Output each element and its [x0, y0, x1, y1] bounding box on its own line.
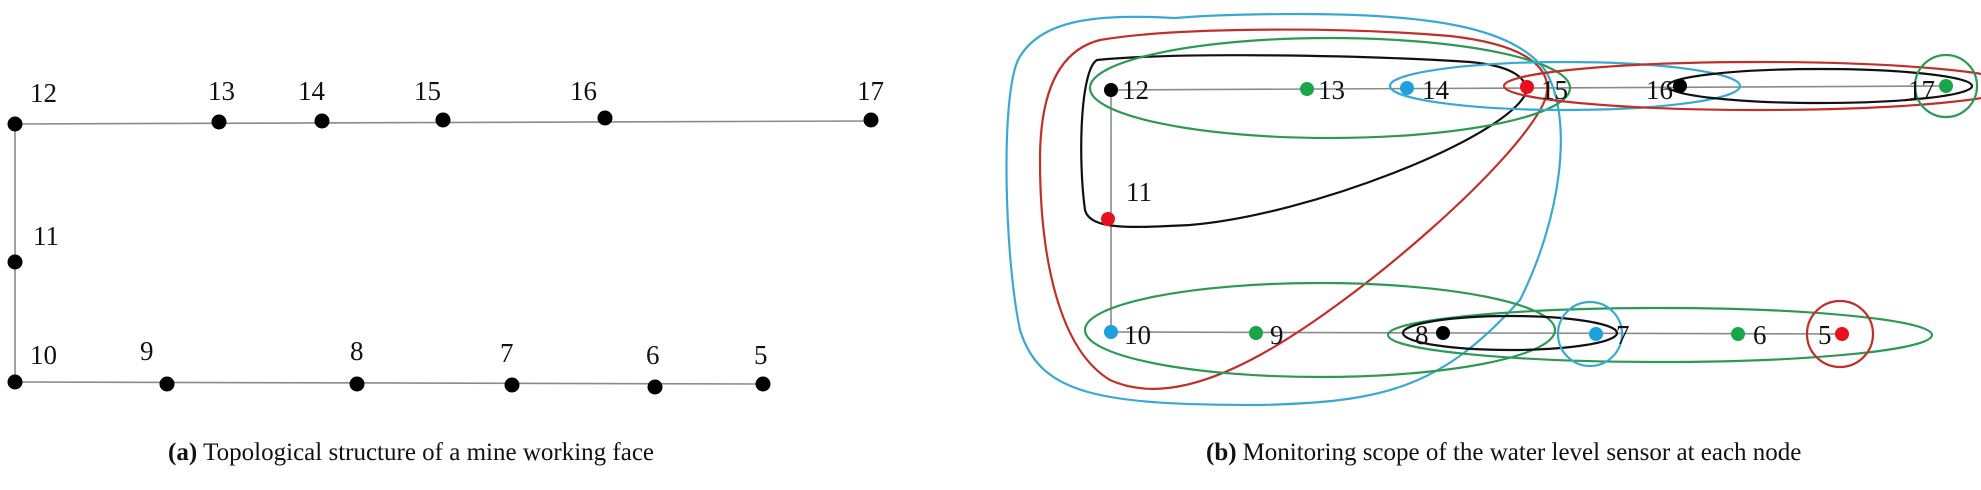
panel-b-label-7: 7	[1616, 320, 1630, 350]
panel-b-label-13: 13	[1318, 75, 1345, 105]
panel-a-node-7	[504, 377, 520, 393]
panel-a-label-7: 7	[500, 338, 514, 368]
panel-a-node-13	[211, 114, 227, 130]
scope-loop-green-10-9	[1083, 281, 1557, 379]
panel-b-nodes	[1101, 79, 1953, 341]
panel-b-node-7	[1589, 327, 1603, 341]
scope-loop-red-5	[1805, 299, 1875, 369]
panel-a-label-9: 9	[140, 336, 154, 366]
panel-b-node-9	[1249, 326, 1263, 340]
panel-b: 12 13 14 15 16 17 11 10 9 8 7 6 5 (b)Mon…	[1005, 12, 1981, 466]
scope-loop-green-17	[1913, 53, 1979, 119]
panel-b-label-10: 10	[1124, 320, 1151, 350]
panel-a-node-6	[647, 379, 663, 395]
panel-a-label-8: 8	[350, 336, 364, 366]
panel-a-node-5	[755, 376, 771, 392]
panel-b-label-14: 14	[1422, 75, 1450, 105]
panel-b-label-12: 12	[1122, 75, 1149, 105]
scope-loop-black-16-17	[1666, 67, 1974, 105]
panel-b-node-16	[1673, 79, 1687, 93]
panel-a-node-17	[863, 112, 879, 128]
panel-b-node-8	[1436, 326, 1450, 340]
panel-b-edges	[1110, 85, 1947, 335]
panel-b-label-15: 15	[1541, 75, 1568, 105]
panel-a-label-15: 15	[414, 76, 441, 106]
panel-a-node-10	[7, 374, 23, 390]
scope-loop-cyan-7	[1556, 300, 1624, 368]
panel-b-label-5: 5	[1818, 320, 1832, 350]
panel-b-label-6: 6	[1753, 320, 1767, 350]
panel-a: 12 13 14 15 16 17 11 10 9 8 7 6 5 (a)Top…	[7, 76, 884, 466]
panel-a-label-17: 17	[857, 76, 884, 106]
panel-b-node-5	[1835, 327, 1849, 341]
panel-a-label-11: 11	[33, 221, 59, 251]
panel-a-node-16	[597, 110, 613, 126]
panel-a-nodes	[7, 110, 879, 395]
panel-b-node-14	[1400, 81, 1414, 95]
scope-loop-red-large	[1038, 28, 1549, 390]
panel-a-label-5: 5	[754, 340, 768, 370]
panel-a-label-10: 10	[30, 340, 57, 370]
panel-b-node-11	[1101, 212, 1115, 226]
panel-b-node-17	[1939, 79, 1953, 93]
scope-loop-cyan-14-16	[1388, 60, 1742, 112]
panel-b-caption-text: Monitoring scope of the water level sens…	[1243, 439, 1802, 466]
panel-a-label-13: 13	[208, 76, 235, 106]
panel-b-node-15	[1520, 80, 1534, 94]
scope-loop-black-11-15	[1080, 54, 1527, 228]
panel-a-node-12	[7, 116, 23, 132]
panel-b-caption-tag: (b)	[1206, 439, 1237, 466]
panel-b-label-9: 9	[1270, 320, 1284, 350]
panel-a-node-15	[435, 112, 451, 128]
panel-b-label-11: 11	[1126, 177, 1152, 207]
panel-a-node-9	[159, 376, 175, 392]
panel-a-label-16: 16	[570, 76, 597, 106]
panel-b-node-10	[1104, 325, 1118, 339]
panel-a-caption-tag: (a)	[168, 439, 197, 466]
panel-b-label-17: 17	[1908, 75, 1935, 105]
panel-b-edge-bottom	[1110, 331, 1843, 335]
panel-a-label-12: 12	[30, 78, 57, 108]
panel-a-node-11	[7, 254, 23, 270]
panel-a-node-8	[349, 376, 365, 392]
panel-a-label-6: 6	[646, 340, 660, 370]
panel-b-label-8: 8	[1415, 320, 1429, 350]
panel-a-caption: (a)Topological structure of a mine worki…	[168, 439, 654, 466]
panel-b-scope-loops	[1005, 12, 1981, 407]
scope-loop-cyan-large	[1005, 12, 1562, 407]
panel-a-node-14	[314, 113, 330, 129]
panel-b-caption: (b)Monitoring scope of the water level s…	[1206, 439, 1801, 466]
panel-b-node-6	[1731, 327, 1745, 341]
scope-loop-red-15-17	[1502, 60, 1981, 112]
scope-loop-green-8-5	[1386, 306, 1934, 364]
panel-b-node-13	[1300, 82, 1314, 96]
panel-a-caption-text: Topological structure of a mine working …	[203, 439, 654, 466]
scope-loop-green-12-16	[1088, 36, 1572, 140]
panel-a-labels: 12 13 14 15 16 17 11 10 9 8 7 6 5	[30, 76, 884, 370]
panel-a-label-14: 14	[298, 76, 326, 106]
panel-b-label-16: 16	[1646, 75, 1673, 105]
panel-a-edge-bottom	[14, 381, 764, 385]
scope-loop-black-8-7	[1401, 314, 1619, 352]
panel-b-node-12	[1104, 83, 1118, 97]
panel-b-labels: 12 13 14 15 16 17 11 10 9 8 7 6 5	[1122, 75, 1935, 350]
